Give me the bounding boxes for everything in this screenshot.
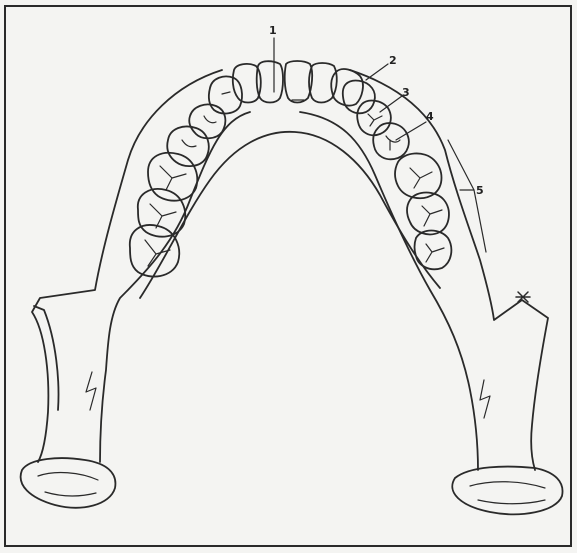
condyle-left: [21, 458, 116, 508]
condyle-left-detail: [38, 473, 98, 496]
tooth-right-molar-2: [407, 193, 449, 235]
teeth-left: [130, 61, 283, 276]
jaw-outer-right: [350, 70, 548, 470]
tooth-right-incisor-1: [285, 61, 312, 103]
label-2: 2: [389, 54, 397, 67]
ramus-right-notch: [480, 380, 490, 418]
label-5: 5: [476, 184, 484, 197]
label-3: 3: [402, 86, 410, 99]
tooth-left-molar-2: [138, 189, 185, 237]
frame-border: [5, 6, 571, 546]
label-1: 1: [269, 24, 277, 37]
ramus-left-notch: [86, 372, 96, 410]
leader-line-2: [366, 64, 388, 80]
label-4: 4: [426, 110, 434, 123]
tooth-right-premolar-2: [357, 101, 391, 136]
tooth-left-molar-3: [130, 225, 179, 277]
condyle-right: [452, 467, 562, 515]
jaw-inner-left: [100, 112, 250, 462]
leader-line-4: [396, 122, 426, 140]
jaw-outer-left: [32, 70, 222, 462]
teeth-right: [285, 61, 452, 269]
tooth-left-premolar-1: [189, 104, 225, 138]
jaw-inner-right: [300, 112, 478, 470]
tooth-right-molar-3: [415, 231, 452, 270]
condyle-right-detail: [470, 482, 545, 504]
